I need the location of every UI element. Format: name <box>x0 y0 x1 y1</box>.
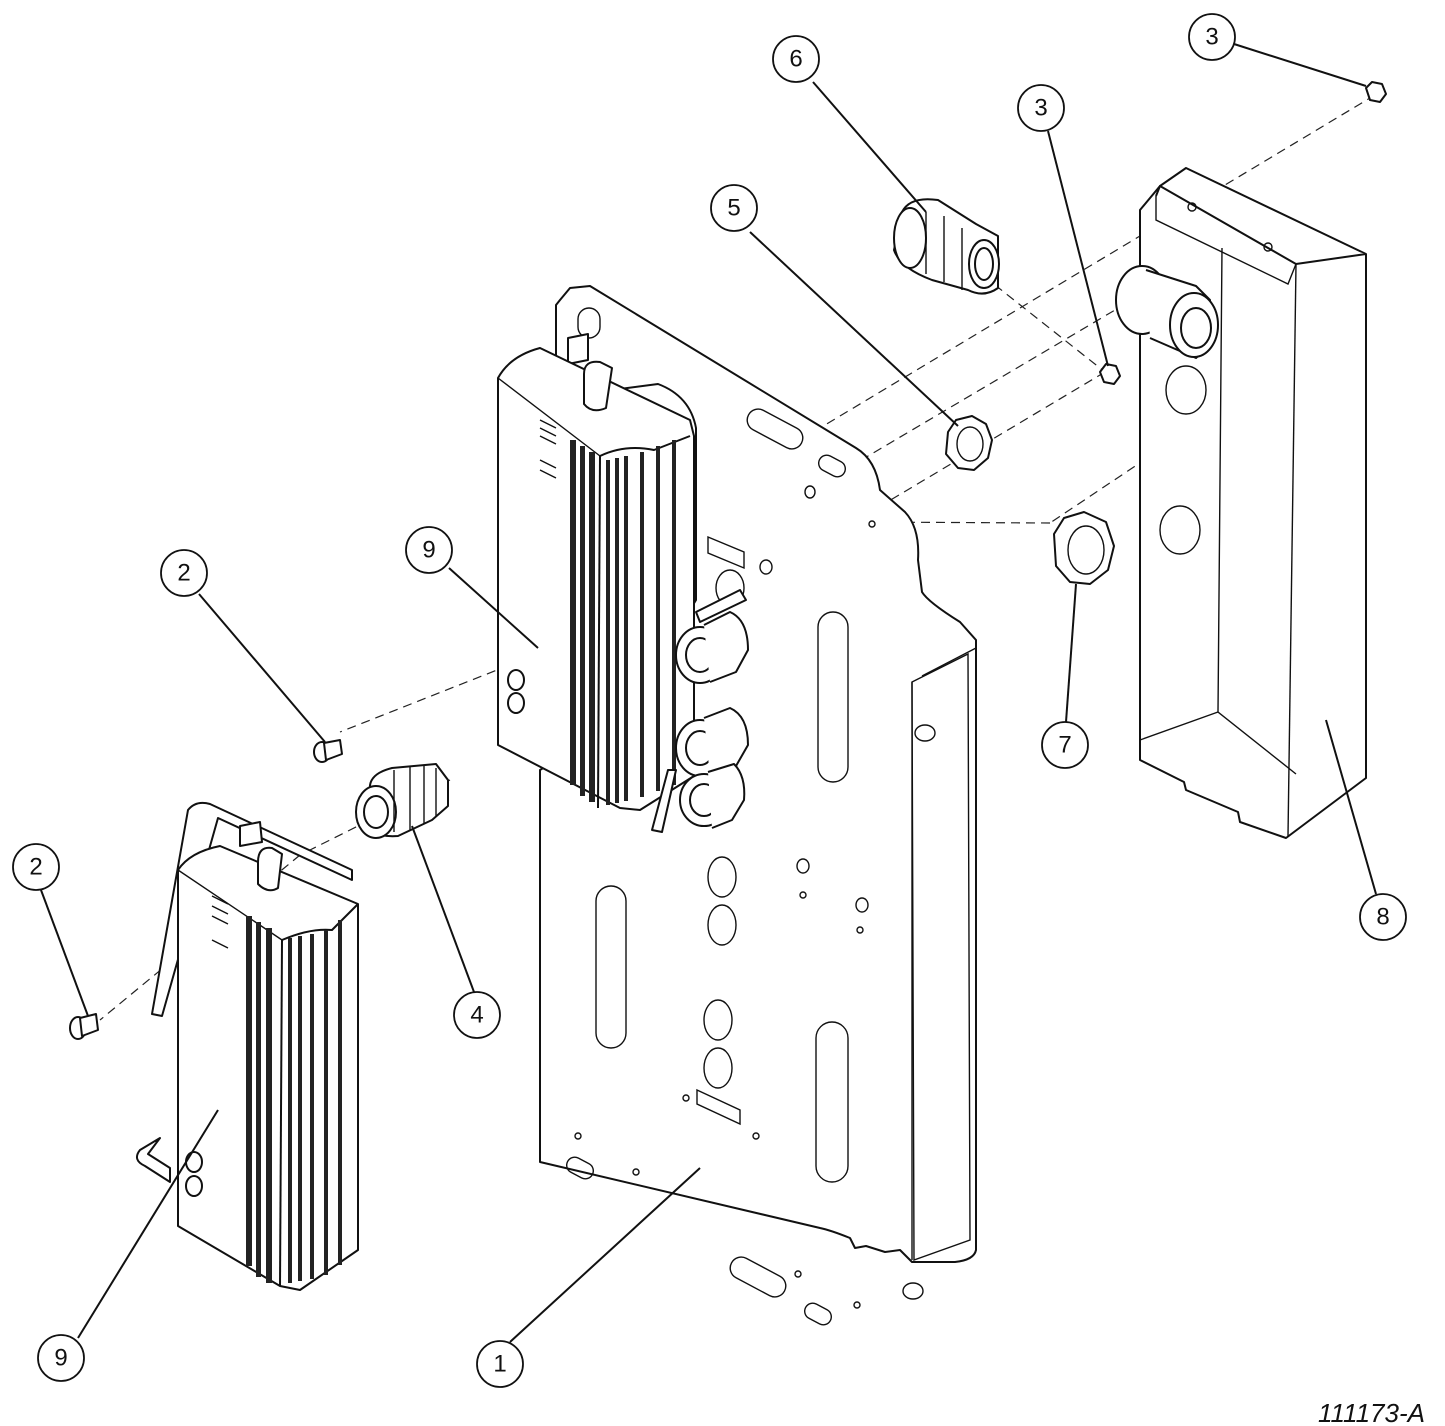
cooling-fins-lower <box>246 916 342 1283</box>
driver-module-upper-part-9 <box>497 333 749 833</box>
callout-8-label: 8 <box>1376 904 1389 931</box>
wiring-box-part-8 <box>1115 167 1367 839</box>
callout-5-label: 5 <box>727 195 740 222</box>
driver-module-lower-part-9 <box>135 801 359 1291</box>
cooling-fins-upper <box>570 440 676 805</box>
callout-4: 4 <box>453 991 501 1039</box>
callout-9-lower-label: 9 <box>54 1345 67 1372</box>
callout-9-upper-label: 9 <box>422 537 435 564</box>
callout-8: 8 <box>1359 893 1407 941</box>
callout-6-label: 6 <box>789 46 802 73</box>
callout-4-label: 4 <box>470 1002 483 1029</box>
callout-6: 6 <box>772 35 820 83</box>
callout-2-upper-label: 2 <box>177 560 190 587</box>
callout-7-label: 7 <box>1058 732 1071 759</box>
callout-3-middle-label: 3 <box>1034 95 1047 122</box>
callout-2-lower-label: 2 <box>29 854 42 881</box>
lock-nut-part-5 <box>945 415 993 471</box>
callout-9-lower: 9 <box>37 1334 85 1382</box>
nut-part-3-upper <box>1365 81 1387 103</box>
callout-5: 5 <box>710 184 758 232</box>
drawing-number: 111173-A <box>1318 1398 1425 1426</box>
callout-3-middle: 3 <box>1017 84 1065 132</box>
leader-lines <box>40 43 1377 1343</box>
callout-1-label: 1 <box>493 1351 506 1378</box>
nut-part-3-lower <box>1099 363 1121 385</box>
callout-2-upper: 2 <box>160 549 208 597</box>
cable-gland-part-4 <box>355 763 449 839</box>
cable-gland-part-6 <box>893 198 1000 295</box>
callout-3-top: 3 <box>1188 13 1236 61</box>
screw-part-2-lower <box>69 1013 99 1040</box>
callout-9-upper: 9 <box>405 526 453 574</box>
callout-2-lower: 2 <box>12 843 60 891</box>
callout-1: 1 <box>476 1340 524 1388</box>
callout-7: 7 <box>1041 721 1089 769</box>
lock-nut-part-7 <box>1053 511 1115 585</box>
callout-3-top-label: 3 <box>1205 24 1218 51</box>
screw-part-2-upper <box>313 739 343 763</box>
